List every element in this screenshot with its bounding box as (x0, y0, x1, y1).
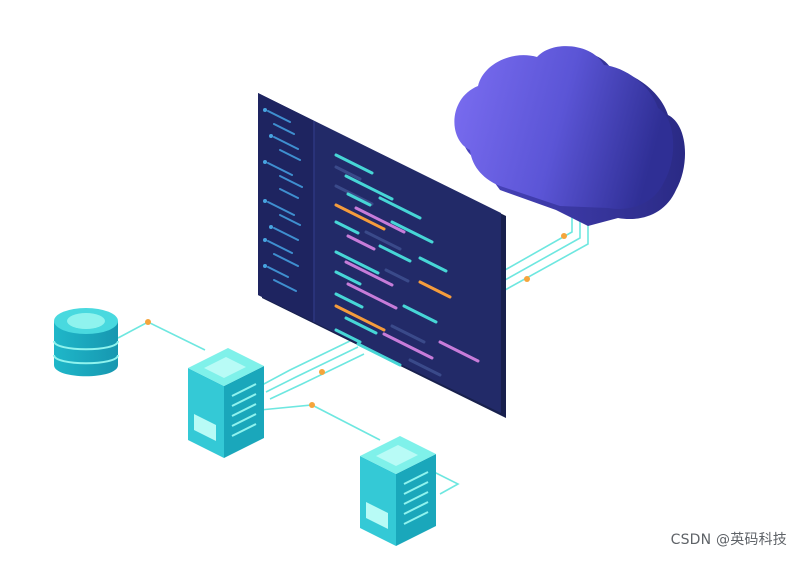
cloud-icon (454, 46, 686, 226)
connector-lines (117, 200, 589, 495)
server-icon-a (188, 348, 264, 458)
editor-sidebar (258, 93, 314, 322)
database-icon (53, 308, 119, 377)
watermark-text: CSDN @英码科技 (670, 532, 787, 548)
editor-sidebar-items (263, 108, 303, 292)
editor-code-lines (334, 153, 480, 377)
server-icon-b (360, 436, 436, 546)
connector-dots (145, 233, 567, 408)
code-editor-panel (258, 93, 506, 418)
